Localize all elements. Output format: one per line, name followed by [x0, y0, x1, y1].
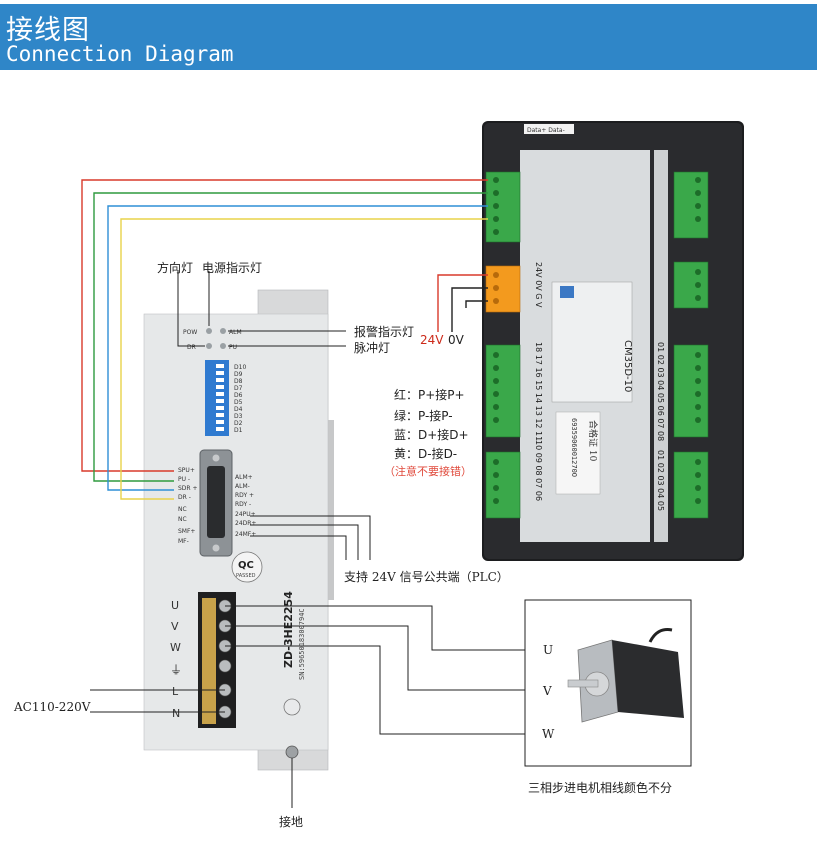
pin-label: ALM- — [235, 483, 250, 490]
right-pin-labels: ALM+ ALM- RDY + RDY - 24PU+ 24DR+ 24MF+ — [235, 474, 256, 538]
motor-phase-u: U — [543, 643, 554, 657]
controller-barcode: 6935906001270O — [570, 418, 578, 477]
controller-right-row-2: 01 02 03 04 05 — [656, 450, 665, 511]
common-24v-label: 支持 24V 信号公共端（PLC） — [344, 570, 509, 584]
alarm-lamp-label: 报警指示灯 — [354, 325, 415, 339]
pin-label: DR - — [178, 494, 191, 501]
pulse-lamp-label: 脉冲灯 — [354, 341, 391, 355]
led-pow-label: POW — [183, 329, 197, 336]
pin-label: RDY - — [235, 501, 251, 508]
dip-label: D8 — [234, 378, 243, 385]
stepper-motor — [524, 599, 692, 767]
motor-phase-v: V — [543, 684, 552, 698]
dip-label: D4 — [234, 406, 243, 413]
legend-green: 绿：P-接P- — [394, 409, 453, 423]
left-pin-labels: SPU+ PU - SDR + DR - NC NC SMF+ MF- — [178, 467, 198, 545]
terminal-label: U — [171, 599, 179, 612]
direction-lamp-label: 方向灯 — [157, 261, 194, 275]
controller-model: CM35D-10 — [622, 340, 633, 392]
terminal-label: N — [172, 707, 180, 720]
dip-label: D1 — [234, 427, 243, 434]
controller-power-pins: 24V 0V G V — [534, 262, 543, 308]
dip-label: D10 — [234, 364, 246, 371]
stepper-driver: POW ALM DR PU D10 D9 D8 D7 D6 D5 D4 D3 D… — [143, 289, 334, 771]
dip-label: D7 — [234, 385, 243, 392]
ac-input-label: AC110-220V — [14, 700, 91, 714]
legend-blue: 蓝：D+接D+ — [394, 428, 469, 442]
motor-phase-w: W — [542, 727, 555, 741]
qc-sub: PASSED — [236, 573, 256, 579]
controller-right-row-1: 01 02 03 04 05 06 07 08 — [656, 342, 665, 441]
pin-label: PU - — [178, 476, 190, 483]
dip-label: D9 — [234, 371, 243, 378]
led-pu-label: PU — [229, 344, 237, 351]
pin-label: NC — [178, 506, 187, 513]
pin-label: SPU+ — [178, 467, 195, 474]
legend-warning: （注意不要接错） — [384, 465, 472, 478]
pin-label: NC — [178, 516, 187, 523]
led-dr-label: DR — [187, 344, 196, 351]
signal-wires — [81, 179, 488, 500]
terminal-label: L — [172, 685, 179, 698]
terminal-label: V — [171, 620, 179, 633]
terminal-label: W — [170, 641, 181, 654]
motor-note-label: 三相步进电机相线颜色不分 — [528, 781, 673, 795]
pin-label: 24MF+ — [235, 531, 256, 538]
controller-row-2: 10 09 08 07 06 — [534, 440, 543, 501]
header-banner: 接线图 Connection Diagram — [0, 4, 817, 70]
pin-label: RDY + — [235, 492, 254, 499]
dip-label: D3 — [234, 413, 243, 420]
controller-cert: 合格证 10 — [587, 420, 599, 462]
controller-top-label: Data+ Data- — [527, 127, 565, 134]
terminal-label: ⏚ — [170, 663, 182, 677]
qc-text: QC — [238, 560, 254, 571]
driver-serial: SN:5965018300794C — [298, 608, 306, 680]
pin-label: SDR + — [178, 485, 198, 492]
dip-label: D2 — [234, 420, 243, 427]
controller-row-1: 18 17 16 15 14 13 12 11 — [534, 342, 543, 441]
qc-sticker — [231, 551, 263, 583]
power-lamp-label: 电源指示灯 — [202, 261, 263, 275]
pin-label: MF- — [178, 538, 189, 545]
page-title-en: Connection Diagram — [6, 42, 234, 66]
page-title-cn: 接线图 — [6, 15, 90, 46]
power-terminal-labels: U V W ⏚ L N — [170, 599, 182, 720]
pin-label: 24PU+ — [235, 511, 256, 518]
dip-labels: D10 D9 D8 D7 D6 D5 D4 D3 D2 D1 — [234, 364, 246, 434]
pin-label: 24DR+ — [235, 520, 256, 527]
legend-red: 红：P+接P+ — [394, 388, 465, 402]
driver-model: ZD-3HE2254 — [282, 591, 295, 668]
ground-symbol-icon — [283, 698, 301, 716]
dip-label: D6 — [234, 392, 243, 399]
pin-label: ALM+ — [235, 474, 253, 481]
ground-label: 接地 — [279, 815, 304, 829]
label-0v: 0V — [448, 333, 464, 347]
legend-yellow: 黄：D-接D- — [394, 447, 458, 461]
ground-screw-icon — [285, 745, 299, 759]
label-24v: 24V — [420, 333, 444, 347]
dip-label: D5 — [234, 399, 243, 406]
pin-label: SMF+ — [178, 528, 195, 535]
led-alm-label: ALM — [229, 329, 242, 336]
motion-controller: Data+ Data- CM35D-10 合格证 10 693590600127… — [482, 121, 744, 561]
